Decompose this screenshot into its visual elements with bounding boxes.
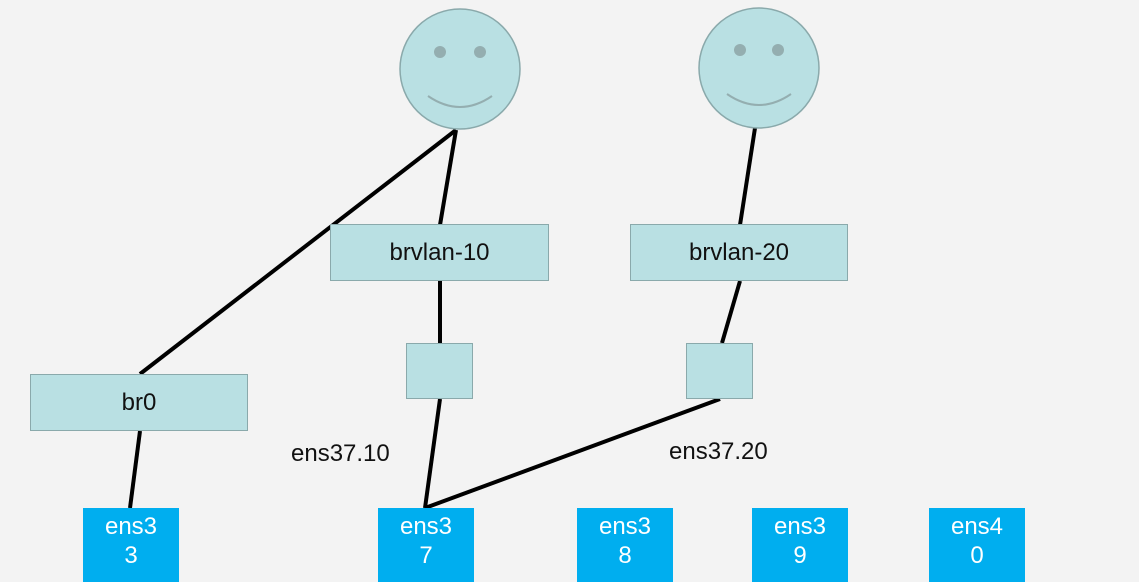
interface-name: ens3 [773, 513, 827, 540]
interface-number: 3 [124, 542, 138, 569]
link-port10-ens37 [423, 398, 442, 509]
bridge-br0: br0 [30, 374, 248, 431]
bridge-label: brvlan-20 [688, 238, 790, 266]
bridge-label: brvlan-10 [389, 238, 490, 266]
vlan-port-10 [406, 343, 473, 399]
link-vm1-br0 [138, 128, 458, 376]
interface-number: 9 [793, 542, 807, 569]
interface-name: ens3 [104, 513, 158, 540]
interface-number: 7 [419, 542, 433, 569]
bridge-brvlan-10: brvlan-10 [330, 224, 549, 281]
frame-edge [1139, 0, 1144, 582]
link-vm2-brvlan20 [738, 127, 757, 226]
link-brvlan20-port20 [720, 280, 742, 344]
interface-ens38: ens3 8 [577, 508, 673, 582]
interface-ens37: ens3 7 [378, 508, 474, 582]
link-br0-ens33 [128, 430, 142, 509]
interface-name: ens3 [598, 513, 652, 540]
user-face-icon [698, 7, 820, 129]
vlan-label-ens37-20: ens37.20 [669, 438, 768, 465]
link-vm1-brvlan10 [438, 129, 458, 226]
interface-ens33: ens3 3 [83, 508, 179, 582]
bridge-label: br0 [121, 388, 157, 416]
interface-ens40: ens4 0 [929, 508, 1025, 582]
bridge-brvlan-20: brvlan-20 [630, 224, 848, 281]
interface-name: ens4 [950, 513, 1004, 540]
user-face-icon [399, 8, 521, 130]
interface-number: 0 [970, 542, 984, 569]
vlan-port-20 [686, 343, 753, 399]
interface-ens39: ens3 9 [752, 508, 848, 582]
interface-name: ens3 [399, 513, 453, 540]
interface-number: 8 [618, 542, 632, 569]
vlan-label-ens37-10: ens37.10 [291, 440, 390, 467]
link-port20-ens37 [424, 397, 721, 510]
